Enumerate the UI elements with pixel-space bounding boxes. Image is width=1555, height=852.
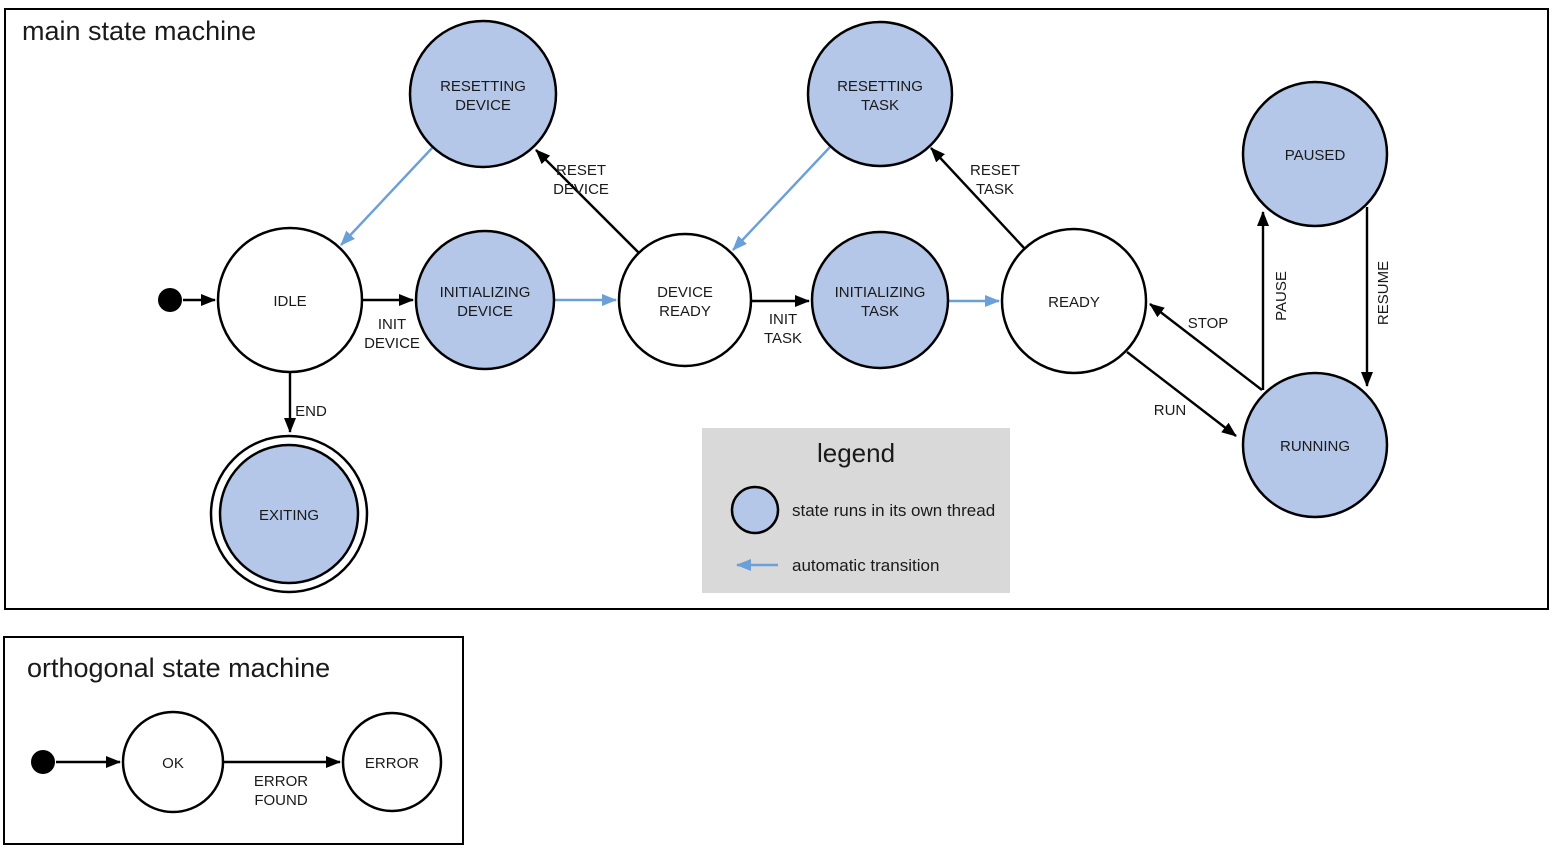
transition-label: PAUSE <box>1273 271 1290 321</box>
legend-item-label: state runs in its own thread <box>792 501 995 520</box>
state-label: READY <box>1048 294 1100 311</box>
legend-item-label: automatic transition <box>792 556 939 575</box>
initial-state-dot <box>31 750 55 774</box>
transition-label: STOP <box>1188 315 1229 332</box>
automatic-transition-resetting-task-device-ready <box>732 146 831 251</box>
legend-item-thread-circle: state runs in its own thread <box>730 485 995 535</box>
state-label: OK <box>162 755 184 772</box>
state-label: ERROR <box>365 755 419 772</box>
transition-arrow <box>535 149 640 254</box>
transition-label: END <box>295 403 327 420</box>
transition-arrow <box>1149 303 1263 391</box>
legend: legend state runs in its own thread automa… <box>702 428 1010 593</box>
state-label: RUNNING <box>1280 438 1350 455</box>
state-ready: READY <box>1000 227 1148 375</box>
legend-title: legend <box>817 438 895 468</box>
transition-running-ready: STOP <box>1149 303 1263 391</box>
initial-state-dot <box>158 288 182 312</box>
transition-arrow <box>930 147 1026 250</box>
main-state-machine-title: main state machine <box>22 16 256 46</box>
transition-idle-exiting: END <box>284 372 327 433</box>
final-state-exiting: EXITING <box>209 434 369 594</box>
legend-item-automatic-arrow: automatic transition <box>736 556 939 575</box>
transition-running-paused: PAUSE <box>1257 211 1290 390</box>
orthogonal-state-machine-frame <box>3 636 464 845</box>
transition-arrow <box>1126 351 1237 437</box>
transition-label: RUN <box>1154 402 1187 419</box>
state-label: IDLE <box>273 293 306 310</box>
transition-ready-running: RUN <box>1126 351 1237 437</box>
state-idle: IDLE <box>216 226 364 374</box>
transition-arrow <box>732 146 831 251</box>
state-paused: PAUSED <box>1241 80 1389 228</box>
state-ok: OK <box>121 710 225 814</box>
transition-label: RESUME <box>1375 261 1392 325</box>
state-error: ERROR <box>341 711 443 813</box>
automatic-transition-resetting-device-idle <box>340 146 434 246</box>
state-label: PAUSED <box>1285 147 1346 164</box>
state-label: EXITING <box>259 507 319 524</box>
transition-paused-running: RESUME <box>1361 207 1392 387</box>
state-running: RUNNING <box>1241 371 1389 519</box>
transition-arrow <box>340 146 434 246</box>
main-state-machine-frame <box>4 8 1549 610</box>
orthogonal-state-machine-title: orthogonal state machine <box>27 653 330 683</box>
thread-state-icon <box>730 485 780 535</box>
